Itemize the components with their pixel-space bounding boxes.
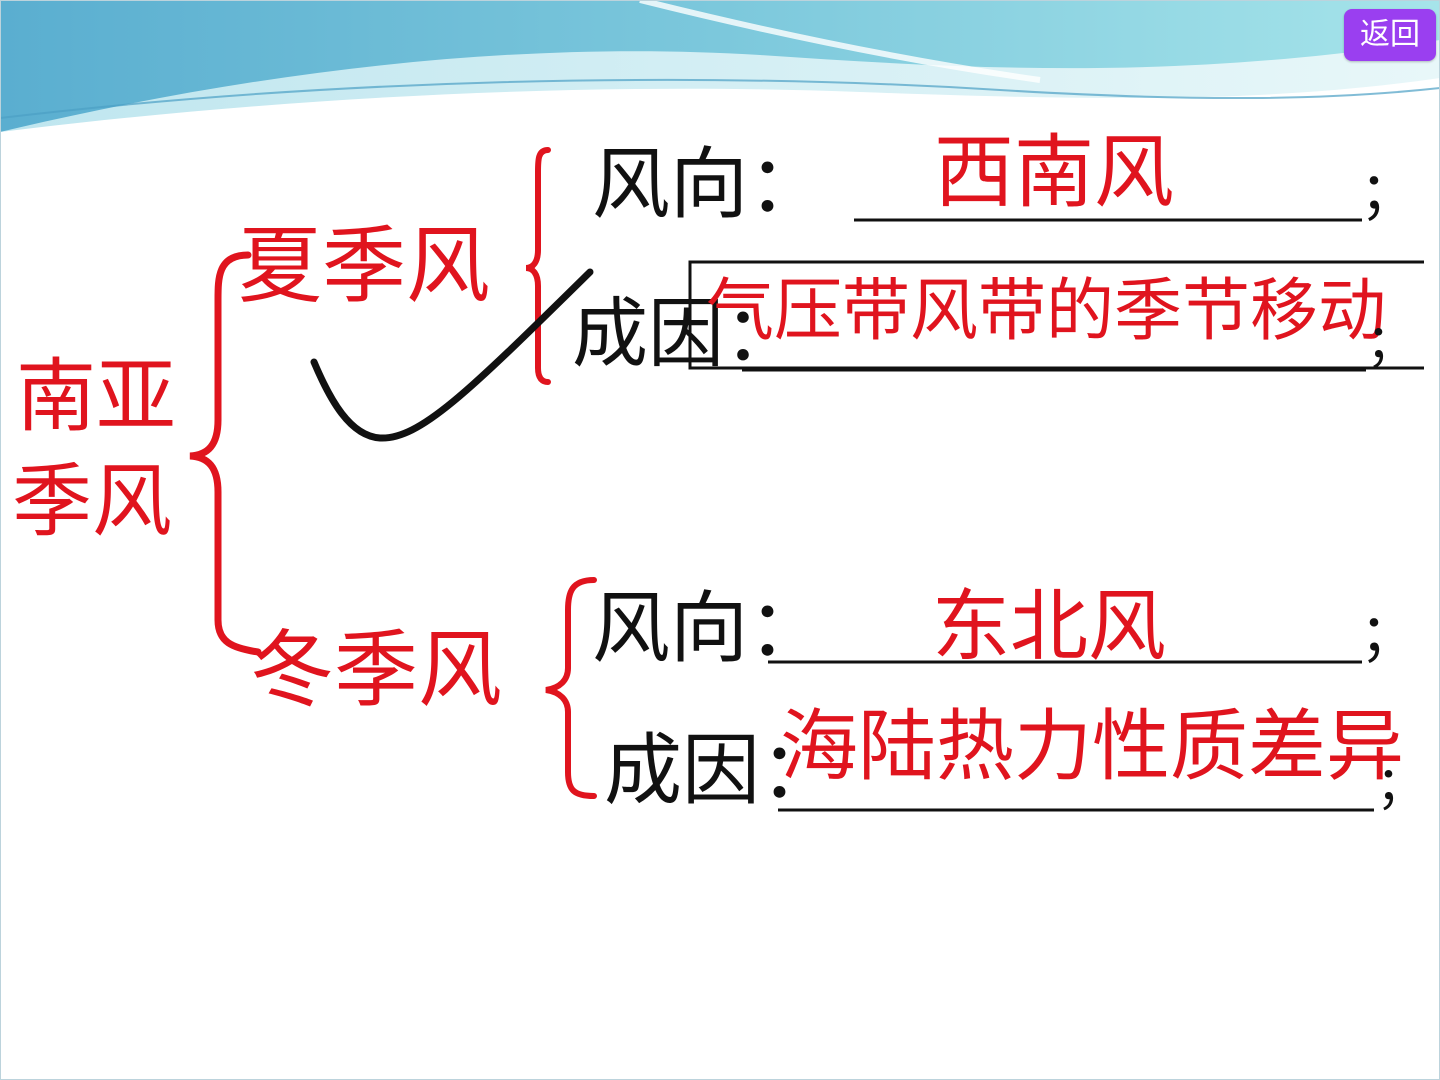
winter-dir-label: 风向： (592, 584, 827, 674)
winter-brace (545, 577, 597, 799)
check-mark-icon (310, 268, 594, 442)
header-wave-banner (0, 0, 1440, 132)
winter-cause-label: 成因： (604, 726, 839, 816)
summer-brace (525, 147, 551, 385)
winter-dir-end: ； (1360, 603, 1416, 668)
summer-cause-label: 成因： (572, 289, 800, 378)
summer-cause-end: ； (1366, 314, 1416, 372)
winter-cause-end: ； (1376, 756, 1426, 814)
summer-monsoon-label: 夏季风 (238, 217, 491, 315)
main-brace (189, 251, 262, 656)
root-label-line2: 季风 (12, 455, 172, 548)
back-button[interactable]: 返回 (1344, 9, 1436, 61)
summer-cause-answer: 气压带风带的季节移动 (706, 272, 1387, 351)
summer-cause-box (688, 260, 1424, 370)
winter-dir-answer: 东北风 (932, 582, 1167, 672)
summer-dir-label: 风向： (592, 140, 827, 230)
root-label-line1: 南亚 (16, 350, 176, 443)
winter-monsoon-label: 冬季风 (250, 621, 503, 719)
summer-dir-end: ； (1360, 161, 1416, 226)
winter-cause-answer: 海陆热力性质差异 (780, 702, 1405, 792)
summer-dir-answer: 西南风 (934, 126, 1174, 219)
